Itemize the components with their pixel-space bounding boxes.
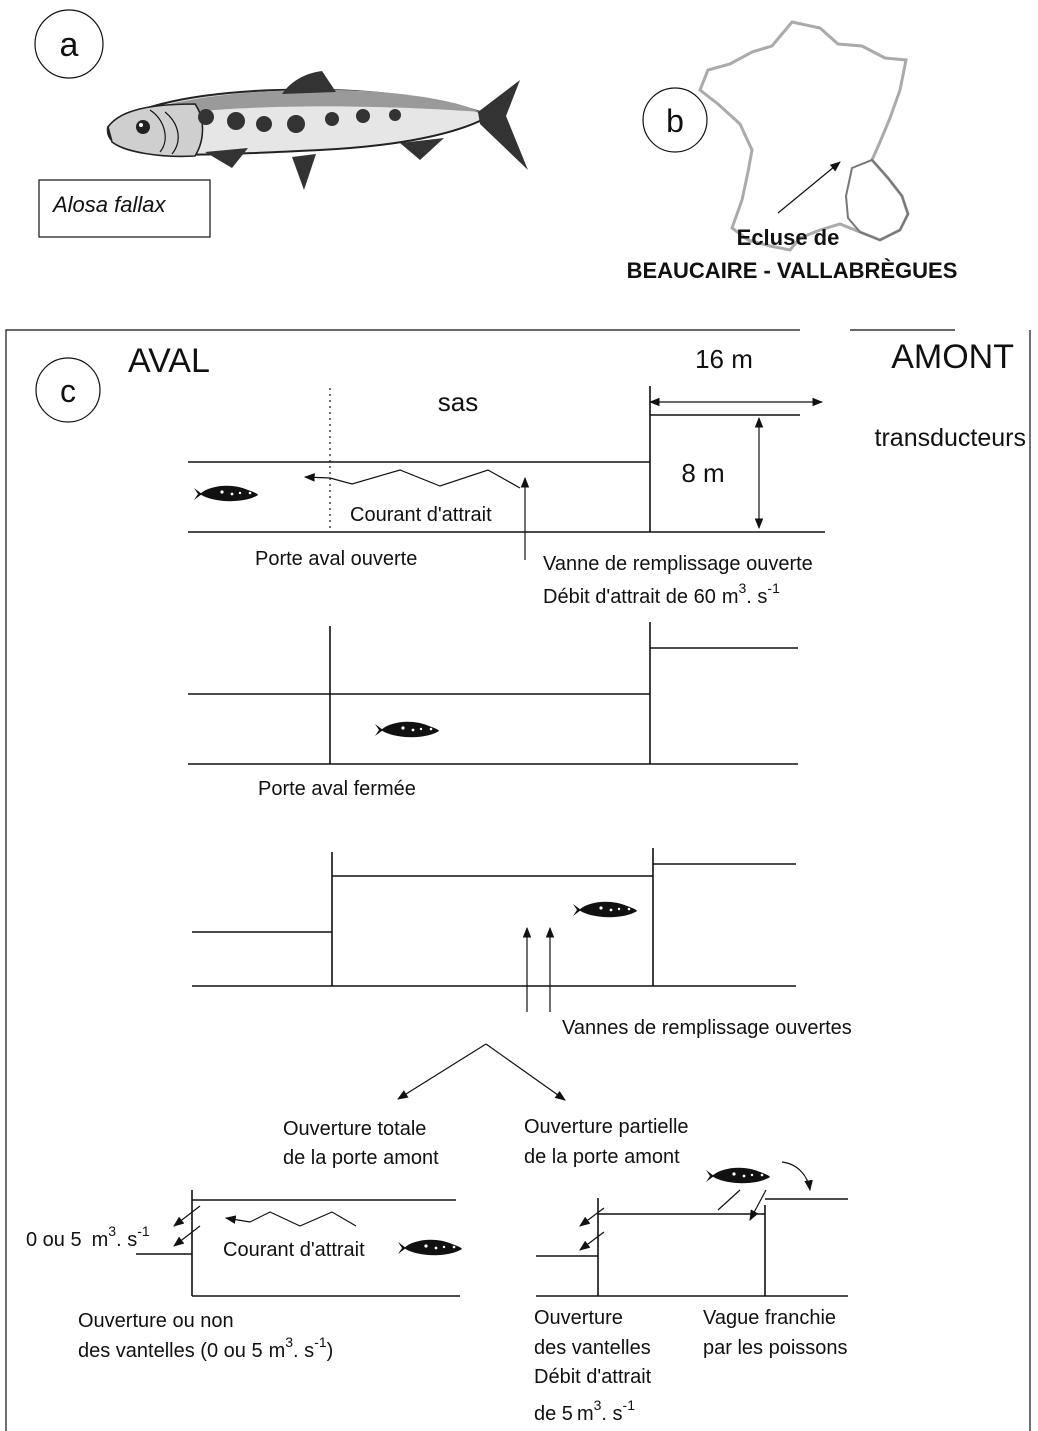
wave-over-arrow: [781, 1161, 813, 1192]
courant-label-1: Courant d'attrait: [350, 504, 492, 526]
rhone-region-outline: [844, 158, 910, 242]
porte-aval-fermee: Porte aval fermée: [258, 778, 416, 800]
panel-b-circle: [642, 87, 708, 153]
site-pointer-arrow: [777, 161, 841, 214]
ouverture-partielle: Ouverture partielle: [524, 1116, 689, 1138]
site-name-line2: BEAUCAIRE - VALLABRÈGUES: [627, 258, 958, 283]
species-label: Alosa fallax: [51, 192, 167, 217]
wave-caption-2: par les poissons: [703, 1337, 848, 1359]
left-branch: Ouverture totale de la porte amont 0 ou …: [26, 1118, 462, 1362]
porte-amont-right: de la porte amont: [524, 1146, 680, 1168]
panel-b: b Ecluse de BEAUCAIRE - VALLABRÈGUES: [627, 20, 958, 283]
panel-c-frame-left-top: [5, 329, 800, 1431]
fish-icon: [194, 485, 258, 502]
fish-icon: [375, 721, 439, 738]
vantelle-arrow-left-2: [173, 1225, 201, 1247]
porte-aval-ouverte: Porte aval ouverte: [255, 548, 417, 570]
step3-diagram: Vannes de remplissage ouvertes: [192, 848, 852, 1039]
panel-a-label: a: [60, 26, 79, 64]
fish-icon: [573, 901, 637, 918]
courant-label-2: Courant d'attrait: [223, 1239, 365, 1261]
vanne-ouverte: Vanne de remplissage ouverte: [543, 553, 813, 575]
porte-amont-left: de la porte amont: [283, 1147, 439, 1169]
vantelle-arrow-left-1: [173, 1205, 201, 1227]
caption-right-3: Débit d'attrait: [534, 1366, 652, 1388]
step2-diagram: Porte aval fermée: [188, 622, 798, 800]
fish-path-arrow-2: [749, 1189, 767, 1221]
site-name-line1: Ecluse de: [737, 225, 840, 250]
wave-caption-1: Vague franchie: [703, 1307, 836, 1329]
caption-right-2: des vantelles: [534, 1337, 651, 1359]
shad-fish-illustration: [106, 71, 528, 190]
right-branch: Ouverture partielle de la porte amont Ou…: [524, 1116, 848, 1425]
attraction-current-arrow-1: [303, 473, 331, 482]
panel-c: c AVAL AMONT sas 16 m transducteurs 8 m …: [5, 329, 1031, 1431]
fish-icon: [706, 1167, 770, 1184]
branch-right-arrow: [485, 1043, 566, 1101]
france-map-outline: [698, 20, 910, 252]
panel-b-label: b: [666, 103, 684, 139]
branch-left-arrow: [397, 1043, 487, 1100]
sas-label: sas: [438, 387, 478, 417]
attraction-current-arrow-2: [224, 1215, 251, 1224]
caption-left-1: Ouverture ou non: [78, 1310, 234, 1332]
height-label: 8 m: [681, 458, 724, 488]
aval-label: AVAL: [128, 342, 210, 380]
vantelle-arrow-right-2: [579, 1231, 605, 1251]
fish-path-line-1: [717, 1189, 741, 1211]
width-label: 16 m: [695, 344, 753, 374]
caption-right-1: Ouverture: [534, 1307, 623, 1329]
panel-c-label: c: [60, 373, 76, 409]
ouverture-totale: Ouverture totale: [283, 1118, 426, 1140]
fish-icon: [398, 1239, 462, 1256]
vannes-ouvertes: Vannes de remplissage ouvertes: [562, 1017, 852, 1039]
step1-diagram: 8 m Courant d'attrait Porte aval ouverte…: [188, 386, 825, 608]
transducteurs-label: transducteurs: [875, 424, 1026, 452]
vantelle-arrow-right-1: [579, 1207, 605, 1227]
species-label-box: [38, 179, 211, 238]
panel-c-circle: [35, 357, 101, 423]
panel-a-circle: [34, 9, 104, 79]
amont-label: AMONT: [891, 338, 1014, 376]
panel-a: a: [34, 9, 528, 238]
